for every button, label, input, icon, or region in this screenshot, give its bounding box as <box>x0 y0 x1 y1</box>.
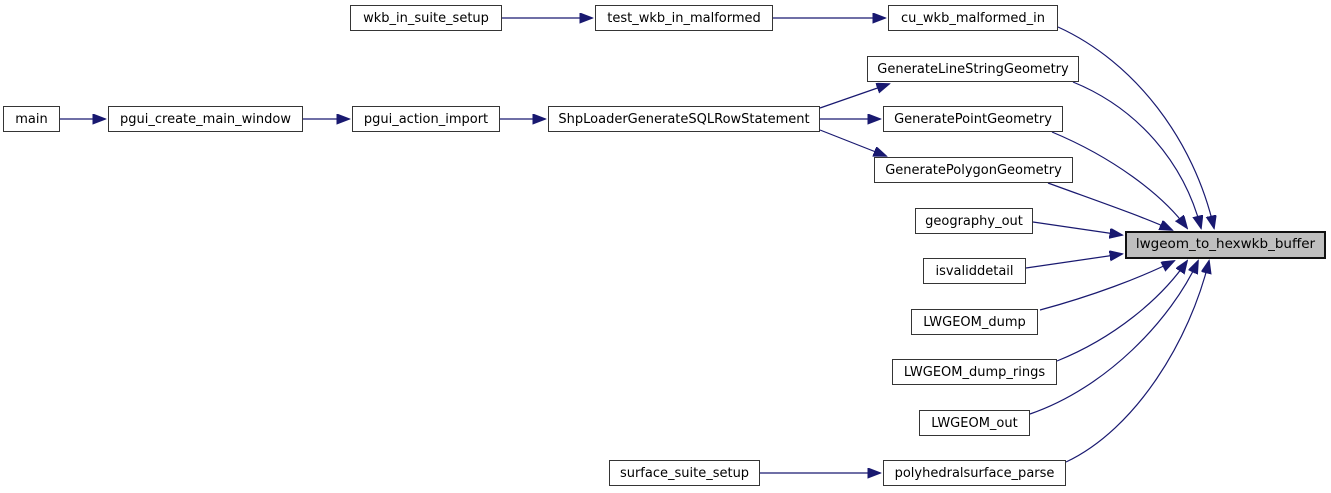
node-ShpLoaderGenerateSQLRowStatement[interactable]: ShpLoaderGenerateSQLRowStatement <box>548 106 820 132</box>
edge-GeneratePolygonGeometry-lwgeom_to_hexwkb_buffer <box>1047 182 1172 230</box>
edge-ShpLoaderGenerateSQLRowStatement-GeneratePolygonGeometry <box>819 129 886 156</box>
edge-polyhedralsurface_parse-lwgeom_to_hexwkb_buffer <box>1065 261 1209 463</box>
edge-GenerateLineStringGeometry-lwgeom_to_hexwkb_buffer <box>1072 81 1201 228</box>
node-pgui_create_main_window[interactable]: pgui_create_main_window <box>108 106 303 132</box>
node-GenerateLineStringGeometry[interactable]: GenerateLineStringGeometry <box>867 56 1079 82</box>
edge-ShpLoaderGenerateSQLRowStatement-GenerateLineStringGeometry <box>819 84 889 109</box>
edge-LWGEOM_dump-lwgeom_to_hexwkb_buffer <box>1039 261 1174 311</box>
node-surface_suite_setup[interactable]: surface_suite_setup <box>609 460 760 486</box>
edge-GeneratePointGeometry-lwgeom_to_hexwkb_buffer <box>1051 131 1187 228</box>
node-isvaliddetail[interactable]: isvaliddetail <box>923 258 1026 284</box>
node-LWGEOM_dump[interactable]: LWGEOM_dump <box>911 309 1038 335</box>
node-LWGEOM_out[interactable]: LWGEOM_out <box>919 410 1030 436</box>
node-main[interactable]: main <box>3 106 60 132</box>
node-GeneratePolygonGeometry[interactable]: GeneratePolygonGeometry <box>874 157 1073 183</box>
edge-geography_out-lwgeom_to_hexwkb_buffer <box>1032 221 1122 235</box>
node-test_wkb_in_malformed[interactable]: test_wkb_in_malformed <box>595 5 773 31</box>
node-polyhedralsurface_parse[interactable]: polyhedralsurface_parse <box>883 460 1066 486</box>
node-wkb_in_suite_setup[interactable]: wkb_in_suite_setup <box>350 5 502 31</box>
edge-LWGEOM_dump_rings-lwgeom_to_hexwkb_buffer <box>1056 261 1187 362</box>
node-pgui_action_import[interactable]: pgui_action_import <box>352 106 500 132</box>
edge-cu_wkb_malformed_in-lwgeom_to_hexwkb_buffer <box>1057 26 1214 228</box>
node-LWGEOM_dump_rings[interactable]: LWGEOM_dump_rings <box>892 359 1057 385</box>
edge-isvaliddetail-lwgeom_to_hexwkb_buffer <box>1025 254 1122 269</box>
node-GeneratePointGeometry[interactable]: GeneratePointGeometry <box>883 106 1063 132</box>
node-cu_wkb_malformed_in[interactable]: cu_wkb_malformed_in <box>888 5 1058 31</box>
edge-LWGEOM_out-lwgeom_to_hexwkb_buffer <box>1029 261 1198 415</box>
node-geography_out[interactable]: geography_out <box>915 208 1033 234</box>
node-lwgeom_to_hexwkb_buffer: lwgeom_to_hexwkb_buffer <box>1125 231 1326 259</box>
